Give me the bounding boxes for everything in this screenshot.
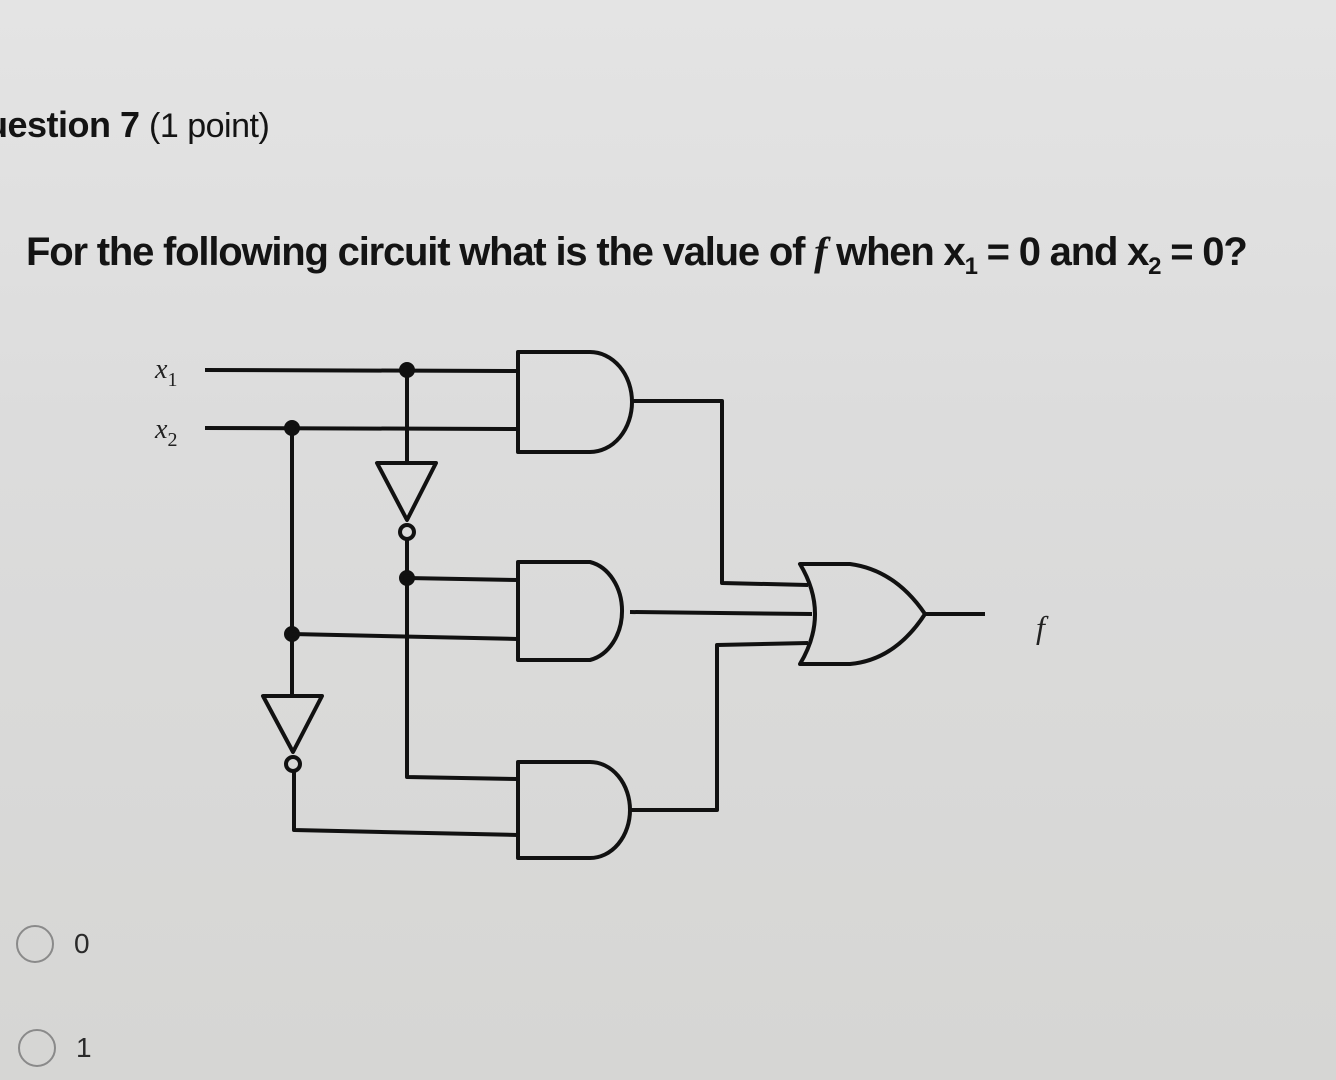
- x2-subscript: 2: [1148, 253, 1161, 280]
- question-text-prefix: For the following circuit what is the va…: [26, 230, 815, 274]
- answer-option-0[interactable]: 0: [16, 925, 90, 963]
- and1-to-or-wire: [632, 399, 809, 587]
- or-gate: [798, 562, 927, 666]
- option-label-0: 0: [74, 928, 90, 959]
- and-gate-2: [516, 560, 625, 662]
- and2-to-or-wire: [629, 610, 813, 616]
- question-points: (1 point): [149, 107, 270, 145]
- not-x1-to-and2-wire: [406, 576, 519, 582]
- and-gate-1: [516, 350, 634, 454]
- not-gate-x1: [375, 461, 438, 541]
- answer-option-1[interactable]: 1: [18, 1029, 92, 1067]
- question-text-x2-value: = 0?: [1160, 230, 1248, 274]
- question-number: uestion 7: [0, 104, 140, 145]
- not-x1-wire: [405, 539, 519, 781]
- x1-label: x1: [154, 354, 177, 391]
- and-gate-3: [516, 760, 632, 860]
- x1-subscript: 1: [964, 253, 978, 280]
- f-symbol: f: [814, 229, 827, 274]
- question-text-x1-value: = 0 and x: [976, 230, 1150, 274]
- output-f-label: f: [1036, 609, 1049, 645]
- x2-label: x2: [154, 414, 177, 451]
- question-title: uestion 7 (1 point): [0, 104, 270, 146]
- and3-to-or-wire: [630, 641, 809, 812]
- question-text-when: when x: [826, 230, 966, 274]
- question-text: For the following circuit what is the va…: [26, 228, 1248, 281]
- radio-button-1[interactable]: [18, 1029, 56, 1067]
- x2-to-and2-wire: [291, 632, 519, 641]
- not-x2-wire: [292, 771, 519, 837]
- radio-button-0[interactable]: [16, 925, 54, 963]
- input-labels: x1 x2: [154, 354, 177, 451]
- x1-wire: [204, 368, 519, 373]
- not-gate-x2: [261, 694, 324, 773]
- x2-wire: [204, 426, 519, 431]
- option-label-1: 1: [76, 1032, 92, 1063]
